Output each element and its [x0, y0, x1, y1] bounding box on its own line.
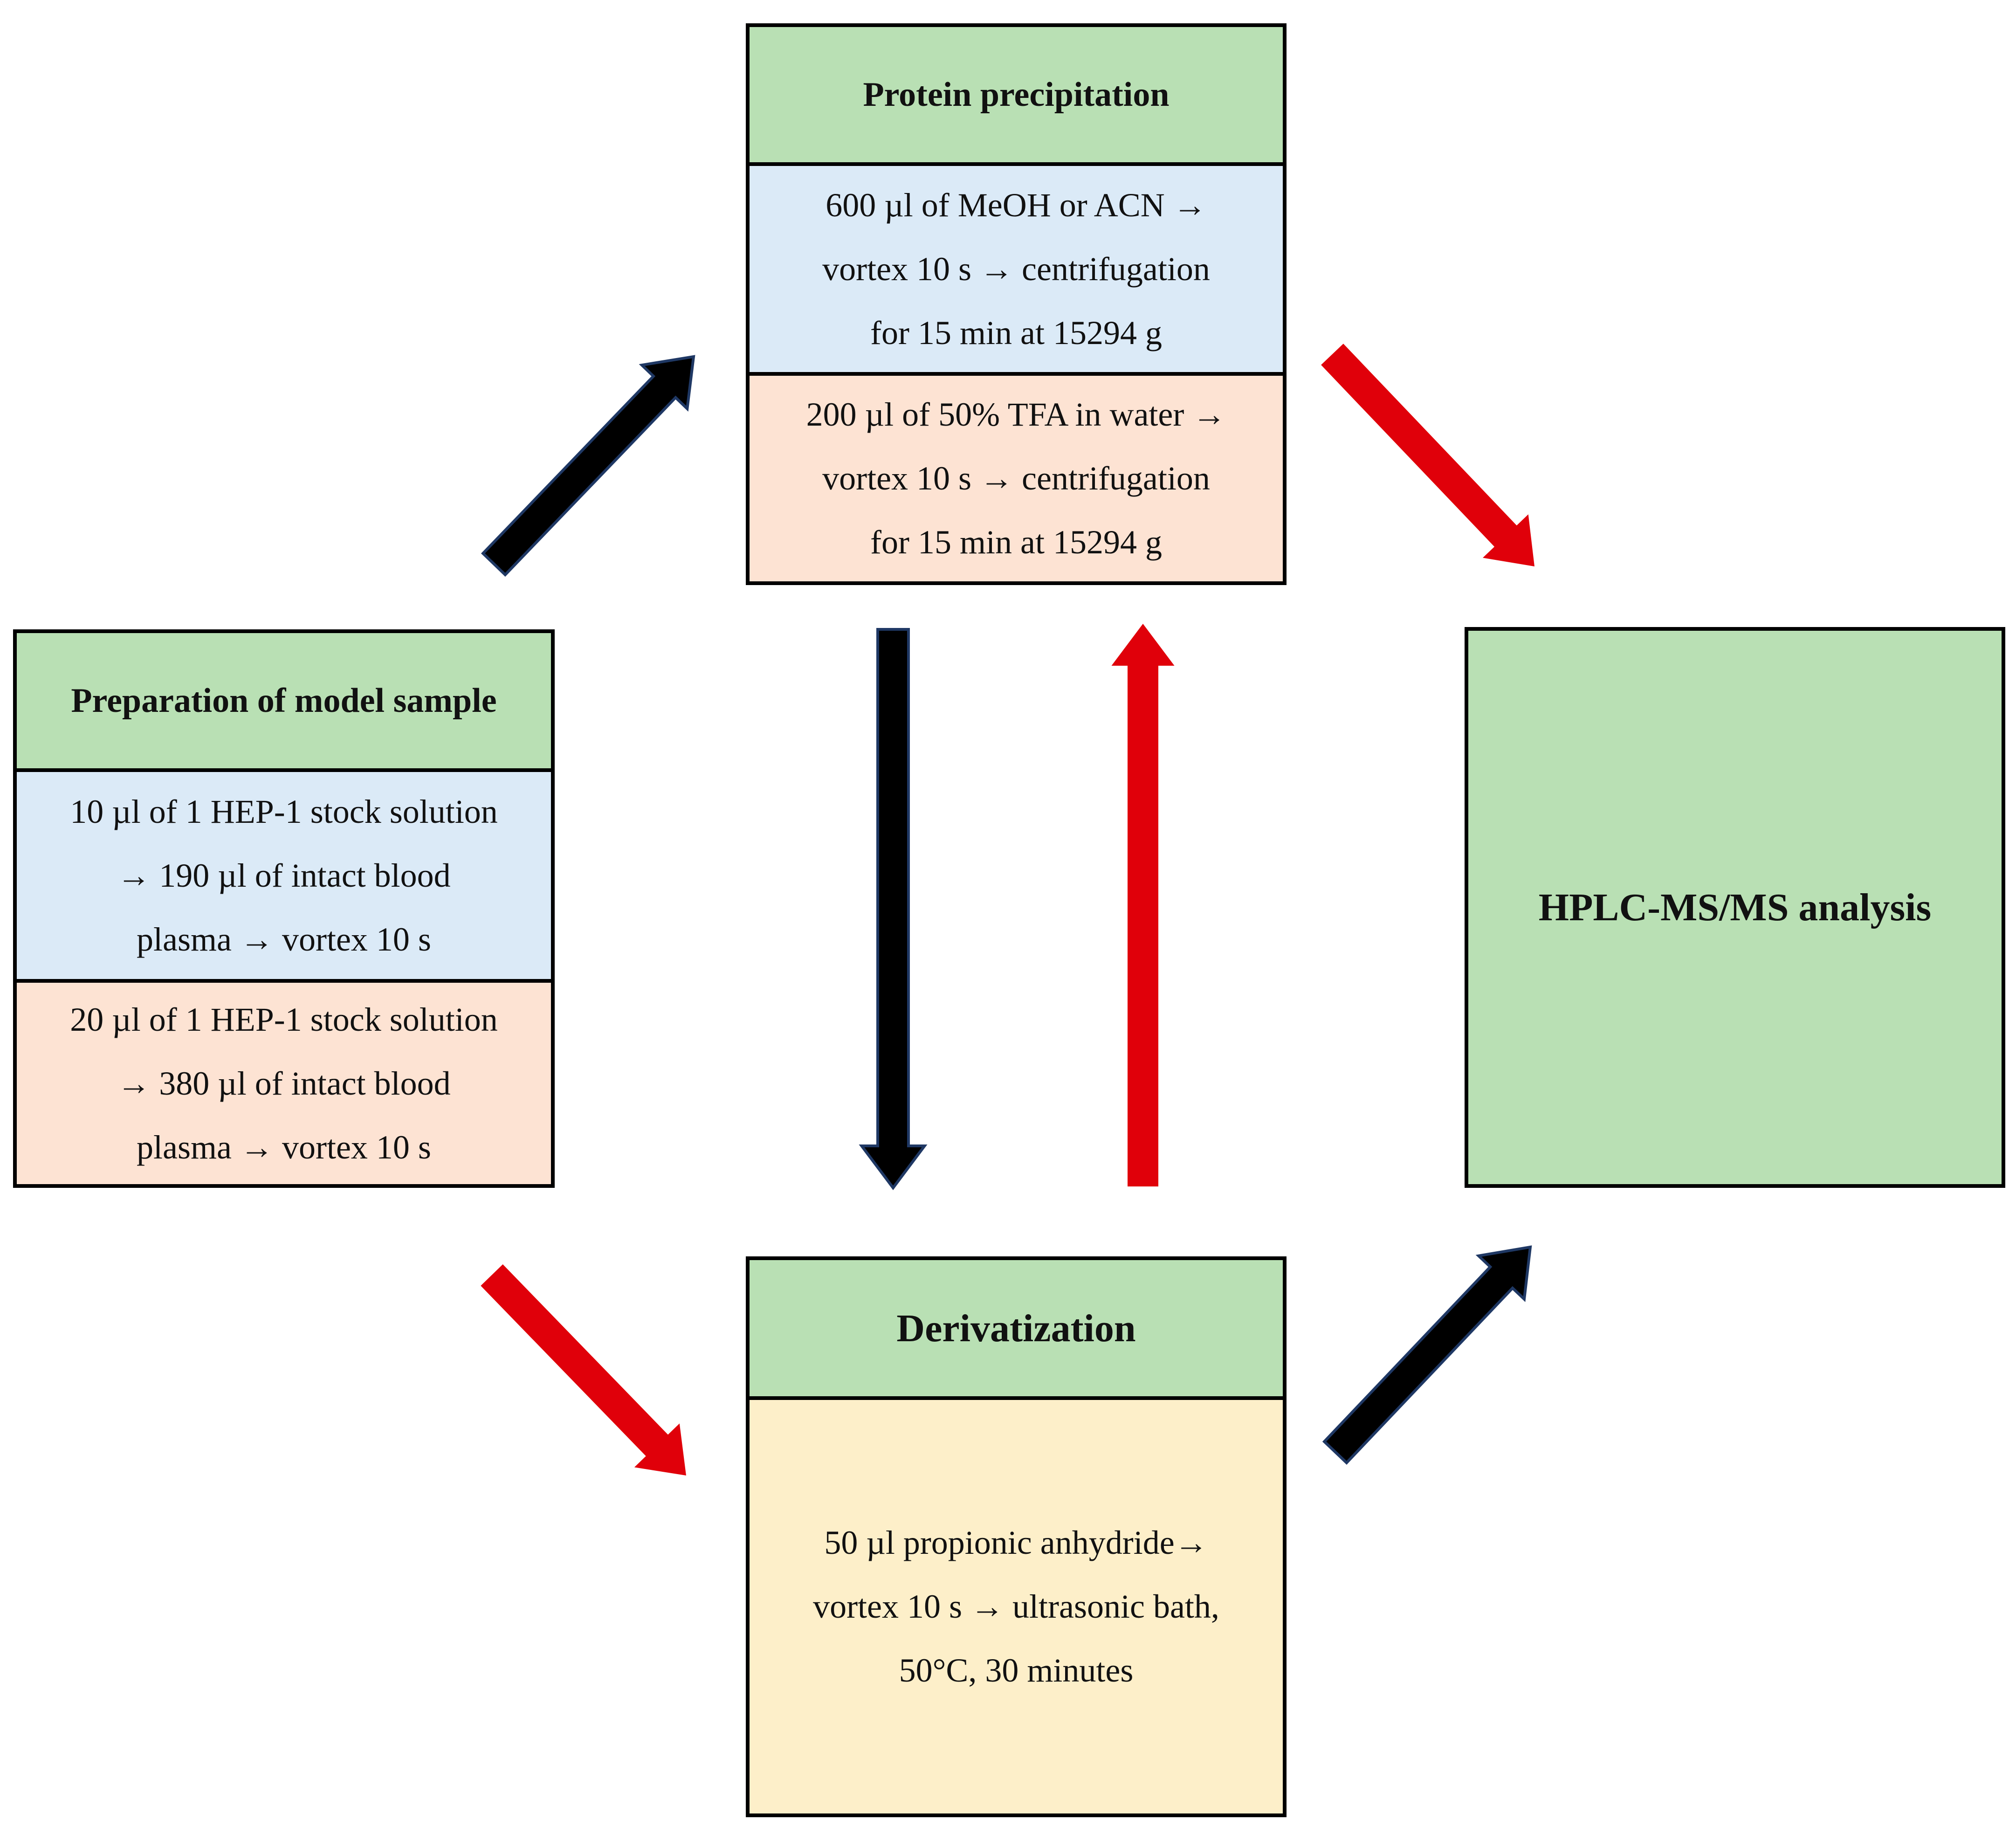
derivatization-box: Derivatization 50 µl propionic anhydride… — [746, 1256, 1287, 1817]
arrow-protein-to-deriv — [859, 628, 928, 1190]
prep-step-b: 20 µl of 1 HEP-1 stock solution → 380 µl… — [17, 979, 551, 1184]
protein-precipitation-box: Protein precipitation 600 µl of MeOH or … — [746, 23, 1287, 585]
prep-step-a-line-1: 10 µl of 1 HEP-1 stock solution — [70, 793, 498, 830]
protein-step-b-line-1: 200 µl of 50% TFA in water → — [806, 396, 1226, 433]
protein-step-b-line-3: for 15 min at 15294 g — [870, 524, 1162, 561]
protein-step-b: 200 µl of 50% TFA in water → vortex 10 s… — [750, 372, 1283, 581]
derivatization-step: 50 µl propionic anhydride→ vortex 10 s →… — [750, 1396, 1283, 1813]
arrow-prep-to-protein — [481, 355, 695, 577]
deriv-step-line-3: 50°C, 30 minutes — [899, 1652, 1134, 1689]
prep-step-a-line-2: → 190 µl of intact blood — [117, 856, 451, 894]
protein-step-a: 600 µl of MeOH or ACN → vortex 10 s → ce… — [750, 162, 1283, 372]
derivatization-title: Derivatization — [750, 1260, 1283, 1396]
prep-step-b-line-2: → 380 µl of intact blood — [117, 1064, 451, 1102]
arrow-protein-to-hplc — [1321, 344, 1534, 566]
model-sample-title: Preparation of model sample — [17, 633, 551, 768]
protein-step-a-line-2: vortex 10 s → centrifugation — [822, 250, 1210, 288]
prep-step-b-line-3: plasma → vortex 10 s — [137, 1128, 431, 1166]
protein-step-a-line-1: 600 µl of MeOH or ACN → — [826, 186, 1207, 224]
arrow-deriv-to-hplc — [1322, 1245, 1532, 1465]
protein-step-a-line-3: for 15 min at 15294 g — [870, 314, 1162, 352]
arrow-deriv-to-protein — [1111, 624, 1175, 1186]
deriv-step-line-1: 50 µl propionic anhydride→ — [824, 1524, 1208, 1561]
deriv-step-line-2: vortex 10 s → ultrasonic bath, — [813, 1588, 1219, 1625]
prep-step-a-line-3: plasma → vortex 10 s — [137, 920, 431, 958]
prep-step-a: 10 µl of 1 HEP-1 stock solution → 190 µl… — [17, 768, 551, 979]
prep-step-b-line-1: 20 µl of 1 HEP-1 stock solution — [70, 1000, 498, 1038]
arrow-prep-to-deriv — [481, 1264, 686, 1475]
hplc-analysis-box: HPLC-MS/MS analysis — [1465, 627, 2005, 1188]
hplc-analysis-title: HPLC-MS/MS analysis — [1468, 631, 2002, 1184]
model-sample-preparation-box: Preparation of model sample 10 µl of 1 H… — [13, 629, 555, 1188]
protein-precipitation-title: Protein precipitation — [750, 27, 1283, 162]
protein-step-b-line-2: vortex 10 s → centrifugation — [822, 460, 1210, 497]
